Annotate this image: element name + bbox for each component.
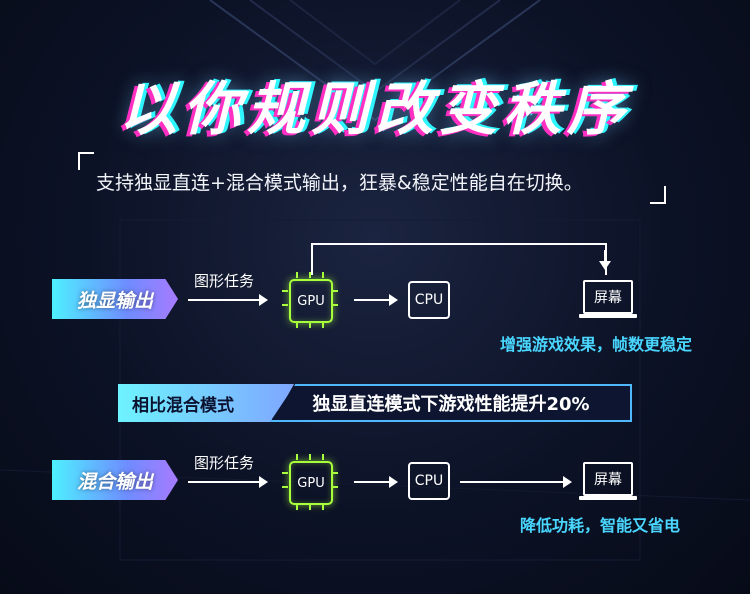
- dgpu-screen-label: 屏幕: [594, 290, 622, 306]
- hybrid-cpu-box-icon: CPU: [408, 462, 450, 500]
- dgpu-cpu-label: CPU: [414, 292, 444, 308]
- page-title: 以你规则改变秩序: [118, 75, 631, 143]
- dgpu-cpu-box-icon: CPU: [408, 281, 450, 319]
- comparison-banner-right: 独显直连模式下游戏性能提升20%: [270, 384, 632, 422]
- dgpu-laptop-icon: 屏幕: [579, 280, 637, 322]
- hybrid-gpu-chip-icon: GPU: [289, 461, 333, 505]
- dgpu-task-label: 图形任务: [194, 272, 255, 290]
- gpu-pin: [296, 504, 298, 510]
- dgpu-laptop-screen: 屏幕: [583, 280, 633, 314]
- dgpu-arrow-down-icon: [604, 250, 606, 268]
- gpu-pin: [296, 322, 298, 328]
- gpu-pin: [322, 322, 324, 328]
- gpu-pin: [322, 272, 324, 278]
- comparison-banner-left: 相比混合模式: [118, 384, 294, 422]
- hybrid-screen-label: 屏幕: [594, 472, 622, 488]
- hybrid-gpu-label: GPU: [297, 475, 325, 491]
- gpu-pin: [322, 454, 324, 460]
- gpu-pin: [332, 472, 338, 474]
- dgpu-description: 增强游戏效果，帧数更稳定: [500, 335, 693, 354]
- gpu-pin: [296, 272, 298, 278]
- gpu-pin: [332, 486, 338, 488]
- hybrid-arrow-to-gpu-icon: [188, 476, 268, 488]
- dgpu-output-label: 独显输出: [76, 289, 153, 312]
- hybrid-laptop-screen: 屏幕: [583, 462, 633, 496]
- hybrid-output-badge: 混合输出: [52, 460, 178, 500]
- hybrid-task-label: 图形任务: [194, 454, 255, 472]
- gpu-pin: [282, 486, 288, 488]
- hybrid-arrow-to-cpu-icon: [354, 476, 398, 488]
- hybrid-laptop-icon: 屏幕: [579, 462, 637, 504]
- bracket-bottom-right: [650, 186, 666, 204]
- dgpu-arrow-to-cpu-icon: [354, 294, 398, 306]
- dgpu-gpu-chip-icon: GPU: [289, 279, 333, 323]
- gpu-pin: [282, 472, 288, 474]
- subtitle-text: 支持独显直连+混合模式输出，狂暴&稳定性能自在切换。: [96, 172, 583, 194]
- dgpu-laptop-base: [579, 314, 637, 318]
- subtitle-block: 支持独显直连+混合模式输出，狂暴&稳定性能自在切换。: [78, 152, 666, 204]
- gpu-pin: [332, 304, 338, 306]
- gpu-pin: [296, 454, 298, 460]
- hybrid-output-label: 混合输出: [76, 470, 153, 493]
- gpu-pin: [282, 304, 288, 306]
- gpu-pin: [309, 272, 311, 278]
- comparison-right-text: 独显直连模式下游戏性能提升20%: [312, 394, 590, 415]
- dgpu-arrow-to-gpu-icon: [188, 294, 268, 306]
- gpu-pin: [332, 290, 338, 292]
- hybrid-laptop-base: [579, 496, 637, 500]
- gpu-pin: [309, 322, 311, 328]
- hybrid-arrow-to-screen-icon: [460, 476, 572, 488]
- comparison-left-text: 相比混合模式: [132, 395, 234, 416]
- hybrid-description: 降低功耗，智能又省电: [520, 516, 681, 535]
- dgpu-bypass-line: [311, 243, 607, 275]
- gpu-pin: [309, 454, 311, 460]
- gpu-pin: [309, 504, 311, 510]
- bracket-top-left: [78, 152, 94, 170]
- hybrid-cpu-label: CPU: [414, 473, 444, 489]
- gpu-pin: [282, 290, 288, 292]
- dgpu-gpu-label: GPU: [297, 293, 325, 309]
- gpu-pin: [322, 504, 324, 510]
- dgpu-output-badge: 独显输出: [52, 279, 178, 319]
